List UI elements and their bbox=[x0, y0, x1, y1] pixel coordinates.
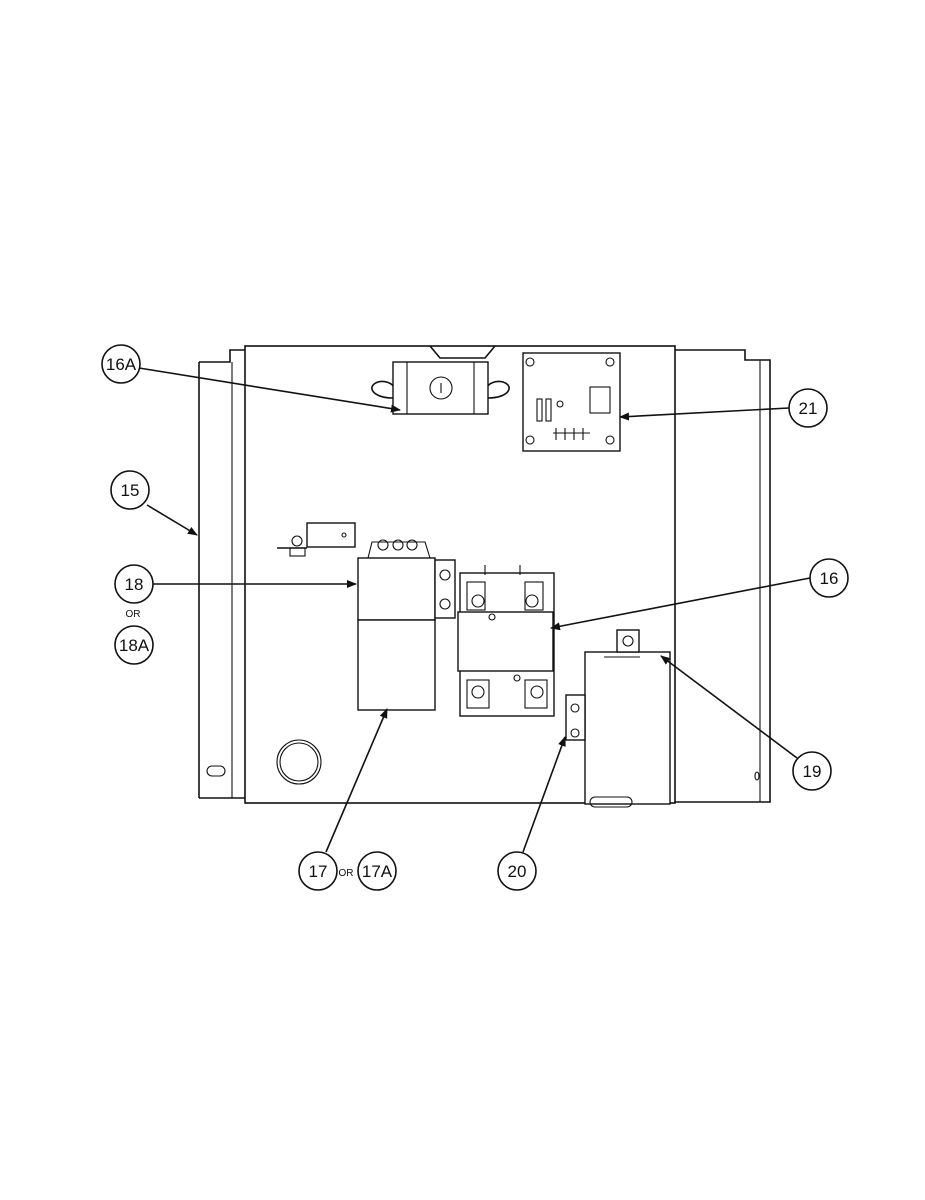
or-label-17: OR bbox=[339, 868, 354, 879]
part-18-relay bbox=[357, 539, 456, 621]
callout-label-18: 18 bbox=[125, 575, 144, 594]
callout-20: 20 bbox=[497, 851, 537, 891]
callout-label-16: 16 bbox=[820, 569, 839, 588]
callout-label-18A: 18A bbox=[119, 636, 150, 655]
control-box-housing bbox=[198, 345, 771, 804]
callout-label-17: 17 bbox=[309, 862, 328, 881]
callout-label-21: 21 bbox=[799, 399, 818, 418]
part-16A-switch bbox=[371, 361, 510, 415]
callout-15: 15 bbox=[110, 470, 150, 510]
callout-18A: 18A bbox=[114, 625, 154, 665]
part-21-circuit-board bbox=[522, 352, 621, 452]
callout-16A: 16A bbox=[101, 344, 141, 384]
callout-label-15: 15 bbox=[121, 481, 140, 500]
callout-label-20: 20 bbox=[508, 862, 527, 881]
callout-16: 16 bbox=[809, 558, 849, 598]
callout-18: 18 bbox=[114, 564, 154, 604]
part-16-contactor bbox=[457, 565, 555, 717]
callout-19: 19 bbox=[792, 751, 832, 791]
callout-label-19: 19 bbox=[803, 762, 822, 781]
part-17-capacitor bbox=[357, 619, 436, 711]
or-label-18: OR bbox=[126, 609, 141, 620]
part-19-cover bbox=[584, 629, 671, 808]
callout-17: 17 bbox=[298, 851, 338, 891]
small-bracket bbox=[277, 522, 356, 557]
callout-label-17A: 17A bbox=[362, 862, 393, 881]
callout-17A: 17A bbox=[357, 851, 397, 891]
callout-21: 21 bbox=[788, 388, 828, 428]
callout-label-16A: 16A bbox=[106, 355, 137, 374]
leader-lines bbox=[138, 367, 811, 853]
part-20-ground-lug bbox=[565, 694, 586, 741]
